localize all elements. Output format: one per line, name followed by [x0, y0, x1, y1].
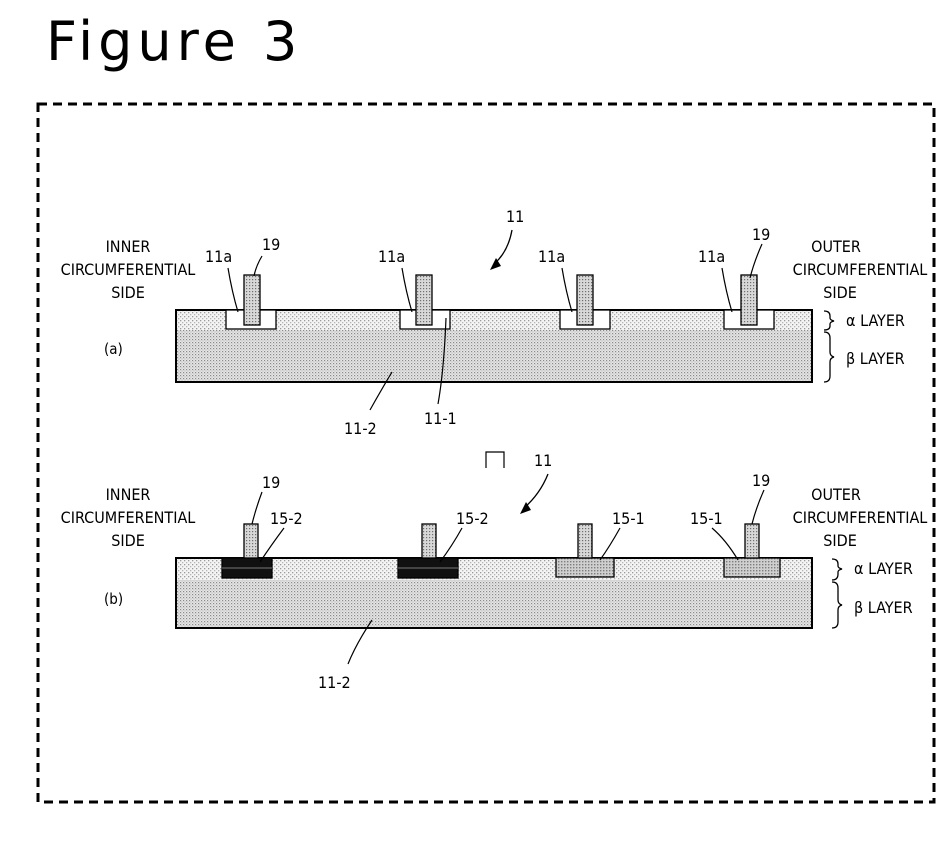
leader-line — [402, 268, 412, 312]
panel-b-pin — [578, 524, 592, 558]
inner-side-line-3: SIDE — [111, 531, 145, 550]
outer-side-line-1: OUTER — [811, 237, 861, 256]
panel-b-label: (b) — [104, 590, 123, 608]
leader-line — [712, 528, 738, 560]
insert-15-1 — [724, 558, 780, 577]
ref-15-2: 15-2 — [270, 509, 303, 528]
panel-b-beta-layer — [176, 580, 812, 628]
beta-brace — [832, 582, 842, 628]
ref-11-2: 11-2 — [344, 419, 377, 438]
ref-15-2: 15-2 — [456, 509, 489, 528]
arrow-11 — [524, 474, 548, 508]
inner-side-line-1: INNER — [106, 485, 151, 504]
alpha-layer-label: α LAYER — [854, 559, 913, 578]
panel-b-pin — [745, 524, 759, 558]
ref-11a: 11a — [378, 247, 405, 266]
panel-a-pin — [741, 275, 757, 325]
ref-15-1: 15-1 — [690, 509, 723, 528]
ref-19: 19 — [752, 225, 770, 244]
leader-line — [750, 244, 762, 278]
panel-a: (a) 11 11a 19 11a 11a 11a 19 INNER CIRCU… — [61, 207, 928, 438]
leader-line — [260, 528, 284, 562]
ref-15-1: 15-1 — [612, 509, 645, 528]
leader-line — [752, 490, 764, 524]
ref-11: 11 — [506, 207, 524, 226]
ref-11-1: 11-1 — [424, 409, 457, 428]
ref-11: 11 — [534, 451, 552, 470]
beta-layer-label: β LAYER — [846, 349, 905, 368]
panel-b-pin — [244, 524, 258, 558]
leader-line — [254, 256, 262, 276]
ref-11a: 11a — [205, 247, 232, 266]
arrow-head — [490, 258, 501, 270]
leader-line — [722, 268, 732, 312]
outer-side-line-2: CIRCUMFERENTIAL — [793, 260, 928, 279]
alpha-layer-label: α LAYER — [846, 311, 905, 330]
ref-11a: 11a — [538, 247, 565, 266]
ref-11-2: 11-2 — [318, 673, 351, 692]
panel-a-label: (a) — [104, 340, 123, 358]
inner-side-line-1: INNER — [106, 237, 151, 256]
alpha-brace — [824, 311, 834, 330]
leader-line — [228, 268, 238, 312]
ref-19: 19 — [262, 473, 280, 492]
outer-side-line-3: SIDE — [823, 283, 857, 302]
panel-a-beta-layer — [176, 330, 812, 382]
leader-line — [562, 268, 572, 312]
inner-side-line-2: CIRCUMFERENTIAL — [61, 260, 196, 279]
panel-b: (b) 11 19 19 15-2 15-2 15-1 15-1 INNER C… — [61, 451, 928, 692]
ref-11a: 11a — [698, 247, 725, 266]
inner-side-line-3: SIDE — [111, 283, 145, 302]
panel-a-pin — [244, 275, 260, 325]
arrow-11 — [494, 230, 512, 264]
beta-layer-label: β LAYER — [854, 598, 913, 617]
leader-line — [600, 528, 620, 560]
beta-brace — [824, 332, 834, 382]
transition-arrow — [486, 452, 504, 468]
inner-side-line-2: CIRCUMFERENTIAL — [61, 508, 196, 527]
panel-a-pin — [416, 275, 432, 325]
alpha-brace — [832, 559, 842, 580]
outer-side-line-2: CIRCUMFERENTIAL — [793, 508, 928, 527]
insert-15-1 — [556, 558, 614, 577]
leader-line — [252, 492, 262, 524]
outer-side-line-1: OUTER — [811, 485, 861, 504]
ref-19: 19 — [262, 235, 280, 254]
outer-side-line-3: SIDE — [823, 531, 857, 550]
leader-line — [440, 528, 462, 562]
panel-a-pin — [577, 275, 593, 325]
panel-b-pin — [422, 524, 436, 558]
ref-19: 19 — [752, 471, 770, 490]
